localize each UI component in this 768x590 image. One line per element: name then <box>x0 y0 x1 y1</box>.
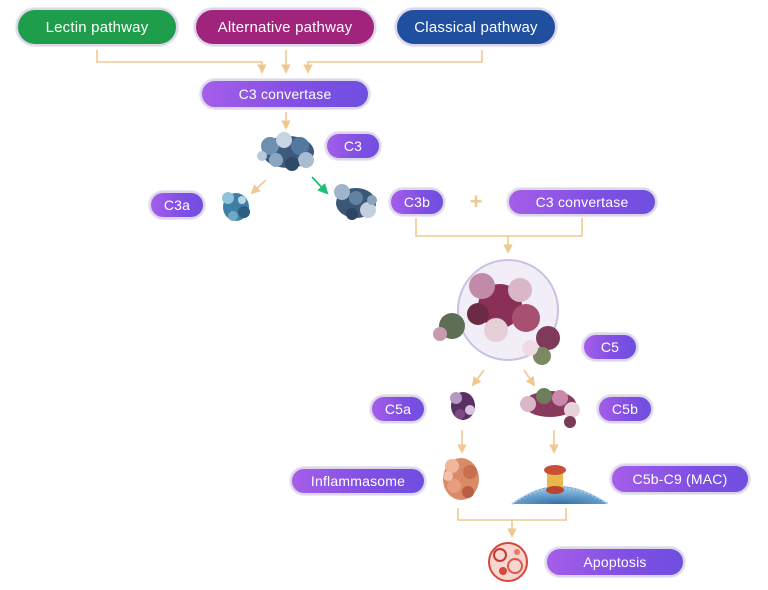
c5-to-c5b-arrow <box>523 369 536 387</box>
apoptosis-label: Apoptosis <box>583 554 647 570</box>
c3-to-c3a-arrow <box>250 179 267 195</box>
c5a-pill: C5a <box>370 395 426 423</box>
c3-convertase-label: C3 convertase <box>238 86 332 102</box>
c5a-protein <box>450 392 475 420</box>
c3-label: C3 <box>343 138 363 154</box>
classical-pathway-label: Classical pathway <box>414 18 538 36</box>
c3-pill: C3 <box>325 132 381 160</box>
c3a-label: C3a <box>163 197 191 213</box>
c3-convertase-right-label: C3 convertase <box>535 194 629 210</box>
c5-label: C5 <box>600 339 620 355</box>
c3-convertase-right-pill: C3 convertase <box>507 188 657 216</box>
plus-sign: + <box>470 189 483 214</box>
c3b-pill: C3b <box>389 188 445 216</box>
mac-label: C5b-C9 (MAC) <box>632 471 728 487</box>
mac-complex <box>511 465 609 505</box>
c3b-protein <box>334 184 377 220</box>
c3-convertase-pill: C3 convertase <box>200 79 370 109</box>
inflammasome-label: Inflammasome <box>310 473 406 489</box>
c3b-label: C3b <box>403 194 431 210</box>
c5b-protein <box>520 388 580 428</box>
c3b-convertase-connector <box>415 218 583 254</box>
c5-complex <box>433 259 560 365</box>
lectin-pathway-pill: Lectin pathway <box>16 8 178 46</box>
c5-pill: C5 <box>582 333 638 361</box>
c5a-label: C5a <box>384 401 412 417</box>
c3a-pill: C3a <box>149 191 205 219</box>
c3-to-c3b-arrow <box>311 176 329 195</box>
apoptosis-pill: Apoptosis <box>545 547 685 577</box>
c5b-label: C5b <box>611 401 639 417</box>
c3a-protein <box>222 192 250 221</box>
c5-to-c5a-arrow <box>471 369 485 387</box>
c5b-pill: C5b <box>597 395 653 423</box>
classical-pathway-pill: Classical pathway <box>395 8 557 46</box>
apoptotic-cell <box>488 542 528 582</box>
alternative-pathway-label: Alternative pathway <box>217 18 353 36</box>
alternative-pathway-pill: Alternative pathway <box>194 8 376 46</box>
to-apoptosis-connector <box>457 508 567 538</box>
pathways-connector <box>96 50 483 74</box>
c3-protein <box>257 132 314 171</box>
inflammasome-protein <box>443 458 479 500</box>
mac-pill: C5b-C9 (MAC) <box>610 464 750 494</box>
inflammasome-pill: Inflammasome <box>290 467 426 495</box>
lectin-pathway-label: Lectin pathway <box>45 18 149 36</box>
